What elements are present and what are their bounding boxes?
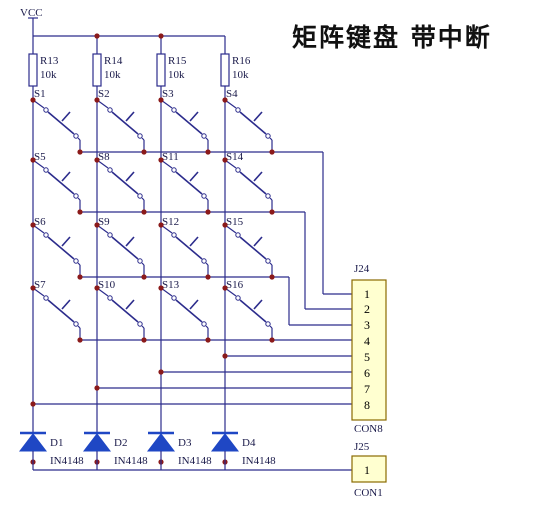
diode-ref: D2	[114, 437, 127, 449]
switch-label: S1	[34, 88, 46, 100]
switch-label: S15	[226, 216, 244, 228]
connector-pin: 1	[364, 287, 370, 301]
switch-label: S14	[226, 151, 244, 163]
diode-d1: D1 IN4148	[18, 431, 84, 467]
switch-label: S8	[98, 151, 110, 163]
switch-s2: S2	[96, 88, 145, 141]
diode-d4: D4 IN4148	[210, 431, 276, 467]
switch-s9: S9	[96, 216, 145, 266]
switch-label: S9	[98, 216, 110, 228]
switch-s12: S12	[160, 216, 209, 266]
connector-pin: 1	[364, 463, 370, 477]
switch-label: S3	[162, 88, 174, 100]
resistor-value: 10k	[232, 69, 249, 81]
switch-s16: S16	[224, 279, 273, 329]
resistor-r13: R13 10k	[28, 36, 59, 100]
switch-s4: S4	[224, 88, 273, 141]
switch-s7: S7	[32, 279, 81, 329]
diode-part: IN4148	[114, 455, 148, 467]
switch-label: S12	[162, 216, 179, 228]
connector-pin: 7	[364, 382, 370, 396]
diode-part: IN4148	[242, 455, 276, 467]
resistor-ref: R16	[232, 55, 251, 67]
vcc-label: VCC	[20, 7, 43, 19]
switch-s13: S13	[160, 279, 209, 329]
switch-s15: S15	[224, 216, 273, 266]
connector-type: CON8	[354, 423, 383, 435]
switch-label: S11	[162, 151, 179, 163]
switch-s6: S6	[32, 216, 81, 266]
diode-ref: D3	[178, 437, 192, 449]
connector-pin: 8	[364, 398, 370, 412]
switch-s5: S5	[32, 151, 81, 201]
switch-label: S4	[226, 88, 238, 100]
connector-pin: 3	[364, 318, 370, 332]
resistor-ref: R14	[104, 55, 123, 67]
resistor-value: 10k	[168, 69, 185, 81]
resistor-value: 10k	[104, 69, 121, 81]
resistor-ref: R15	[168, 55, 187, 67]
switch-s10: S10	[96, 279, 145, 329]
resistor-ref: R13	[40, 55, 59, 67]
connector-ref: J24	[354, 263, 370, 275]
diode-d3: D3 IN4148	[146, 431, 212, 467]
connector-j25: J25 1 CON1	[351, 441, 387, 499]
switch-label: S10	[98, 279, 116, 291]
connector-ref: J25	[354, 441, 370, 453]
switch-s3: S3	[160, 88, 209, 141]
resistor-value: 10k	[40, 69, 57, 81]
resistor-r16: R16 10k	[220, 36, 251, 100]
connector-pin: 4	[364, 334, 370, 348]
switch-label: S16	[226, 279, 244, 291]
connector-pin: 5	[364, 350, 370, 364]
diode-d2: D2 IN4148	[82, 431, 148, 467]
switch-s11: S11	[160, 151, 209, 201]
switch-s1: S1	[32, 88, 81, 141]
connector-j24: J24 1 2 3 4 5 6 7 8 CON8	[351, 263, 387, 435]
diode-part: IN4148	[50, 455, 84, 467]
switch-s14: S14	[224, 151, 273, 201]
junction-dots	[30, 33, 275, 465]
connector-type: CON1	[354, 487, 383, 499]
diode-part: IN4148	[178, 455, 212, 467]
switch-label: S6	[34, 216, 46, 228]
diode-ref: D1	[50, 437, 63, 449]
schematic-title: 矩阵键盘 带中断	[292, 23, 492, 52]
switch-label: S7	[34, 279, 46, 291]
switch-label: S2	[98, 88, 110, 100]
switch-label: S13	[162, 279, 180, 291]
switch-label: S5	[34, 151, 46, 163]
resistor-r15: R15 10k	[156, 36, 187, 100]
switch-s8: S8	[96, 151, 145, 201]
connector-pin: 2	[364, 302, 370, 316]
connector-pin: 6	[364, 366, 370, 380]
diode-ref: D4	[242, 437, 256, 449]
